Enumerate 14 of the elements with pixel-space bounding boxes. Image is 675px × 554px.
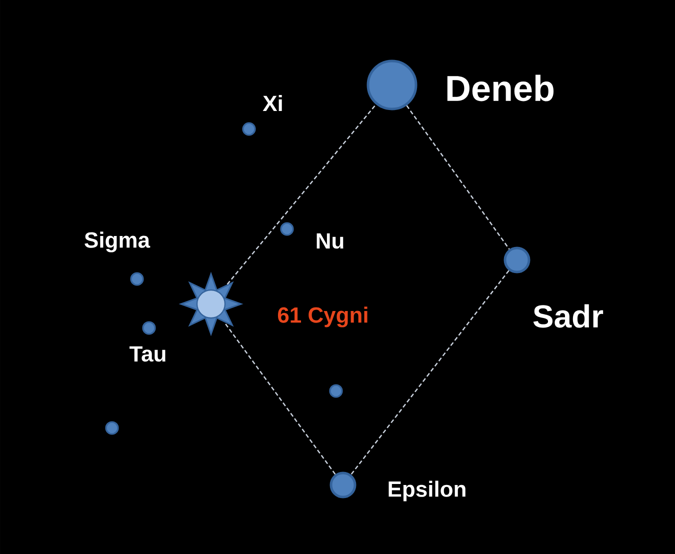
dashed-line bbox=[406, 105, 510, 250]
star-label: Sadr bbox=[533, 304, 604, 328]
star-label: Deneb bbox=[447, 74, 554, 102]
dashed-line bbox=[226, 104, 376, 285]
star-label: Nu bbox=[316, 233, 344, 249]
dashed-line bbox=[350, 270, 510, 475]
star-dot bbox=[329, 384, 343, 398]
star-label: Sigma bbox=[84, 232, 150, 252]
star-label: 61 Cygni bbox=[278, 306, 368, 328]
dashed-line bbox=[224, 322, 336, 475]
star-dot bbox=[105, 421, 119, 435]
star-label: Tau bbox=[130, 346, 166, 362]
star-label: Epsilon bbox=[388, 480, 466, 502]
star-label: Xi bbox=[262, 95, 282, 111]
